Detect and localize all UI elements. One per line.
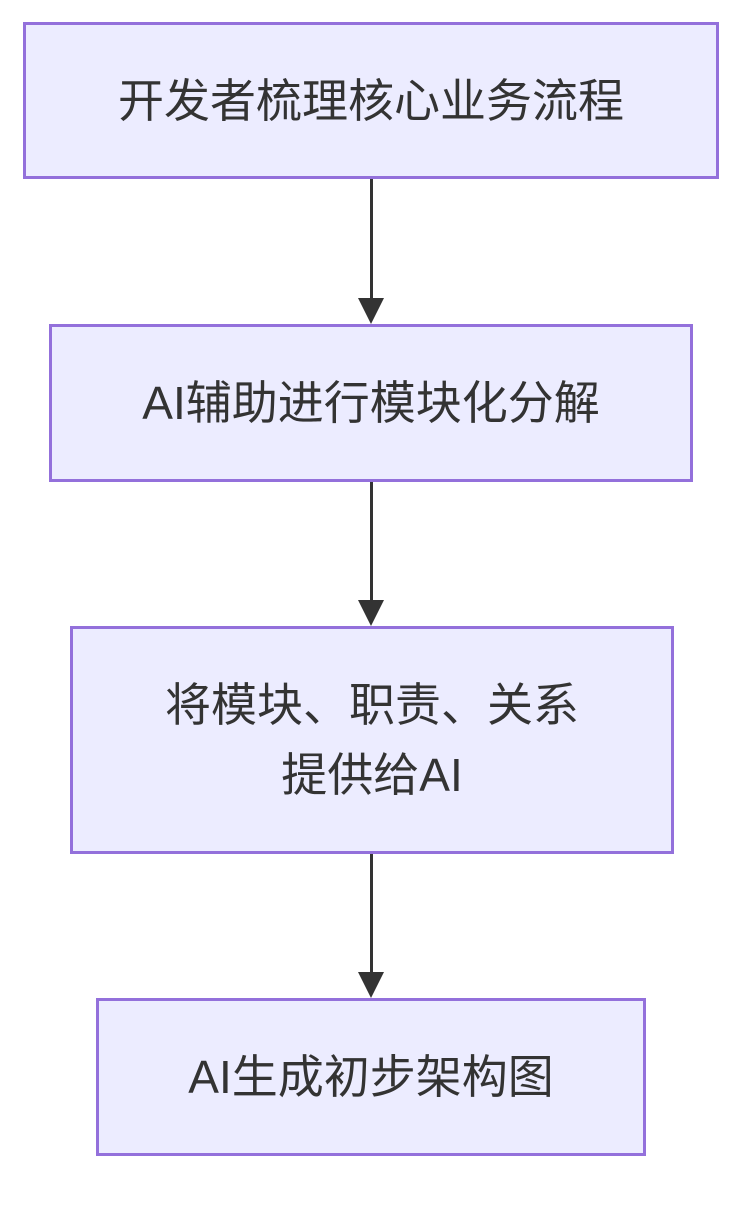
- node-label: AI辅助进行模块化分解: [142, 377, 600, 429]
- flowchart-arrow-1: [358, 179, 384, 324]
- node-label: AI生成初步架构图: [188, 1051, 554, 1103]
- arrow-head-down-icon: [358, 600, 384, 626]
- node-label: 开发者梳理核心业务流程: [118, 74, 624, 127]
- arrow-head-down-icon: [358, 972, 384, 998]
- arrow-line: [369, 482, 373, 600]
- arrow-line: [369, 854, 373, 972]
- flowchart-arrow-2: [358, 482, 384, 626]
- node-label-line-1: 将模块、职责、关系: [165, 679, 579, 731]
- flowchart-node-step-1: 开发者梳理核心业务流程: [23, 22, 719, 179]
- node-label-line-2: 提供给AI: [281, 749, 463, 801]
- flowchart-node-step-3: 将模块、职责、关系 提供给AI: [70, 626, 674, 854]
- flowchart-arrow-3: [358, 854, 384, 998]
- flowchart-node-step-2: AI辅助进行模块化分解: [49, 324, 693, 482]
- flowchart-node-step-4: AI生成初步架构图: [96, 998, 646, 1156]
- arrow-line: [369, 179, 373, 298]
- arrow-head-down-icon: [358, 298, 384, 324]
